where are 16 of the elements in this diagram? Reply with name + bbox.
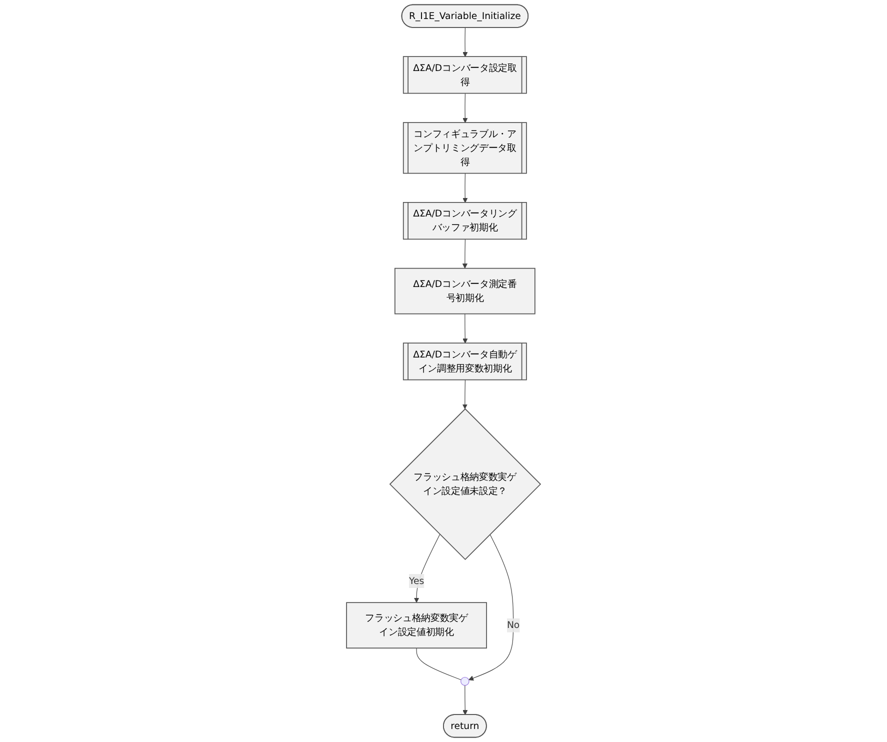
arrow bbox=[462, 239, 468, 269]
arrow bbox=[462, 380, 468, 410]
node-diamond: フラッシュ格納変数実ゲイン設定値未設定？ bbox=[389, 408, 542, 560]
arrow bbox=[468, 534, 514, 681]
arrow bbox=[462, 314, 468, 344]
edge-label: Yes bbox=[409, 575, 424, 586]
arrow bbox=[462, 685, 468, 716]
arrow bbox=[462, 173, 468, 203]
arrow bbox=[462, 27, 468, 58]
node-box: ΔΣA/Dコンバータ測定番号初期化 bbox=[394, 268, 536, 314]
edge-label: No bbox=[506, 620, 520, 631]
node-box: フラッシュ格納変数実ゲイン設定値初期化 bbox=[346, 602, 487, 649]
node-circle bbox=[460, 676, 470, 686]
arrow bbox=[414, 534, 440, 603]
connector bbox=[416, 648, 462, 680]
arrow bbox=[462, 93, 468, 124]
